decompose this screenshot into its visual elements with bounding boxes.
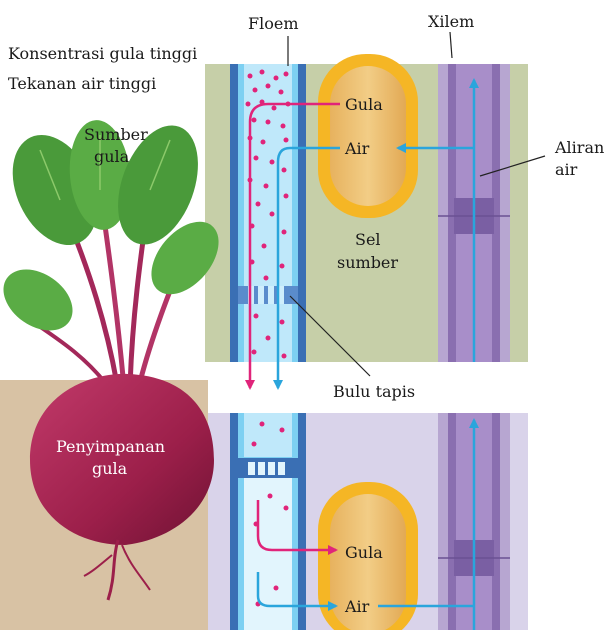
sieve-plate-top: [238, 286, 298, 304]
label-gula-bottom: Gula: [345, 543, 383, 562]
sugar-molecules: [245, 69, 291, 607]
label-xilem: Xilem: [428, 12, 474, 31]
sugar-load-arrow: [245, 102, 340, 390]
sieve-plate-bottom: [238, 458, 298, 478]
water-unload-arrow: [256, 572, 338, 611]
label-penyimpanan-gula: gula: [92, 459, 128, 478]
aliran-pointer: [479, 155, 546, 177]
label-gula-top: Gula: [345, 95, 383, 114]
bulu-tapis-pointer: [289, 295, 371, 377]
sink-cell: [318, 482, 418, 630]
water-into-phloem-arrow: [273, 146, 340, 390]
label-floem: Floem: [248, 14, 299, 33]
label-bulu-tapis: Bulu tapis: [333, 382, 415, 401]
sugar-unload-arrow: [256, 500, 338, 555]
xilem-pointer: [449, 31, 453, 59]
label-sumber-2: gula: [94, 147, 130, 166]
source-cell: [318, 54, 418, 218]
label-aliran-air: air: [555, 160, 578, 179]
label-source-line2: Tekanan air tinggi: [8, 74, 156, 93]
label-sel: Sel: [355, 230, 381, 249]
label-air-bottom: Air: [344, 597, 370, 616]
phloem-sieve-tube: [230, 64, 306, 630]
label-penyimpanan: Penyimpanan: [56, 437, 165, 456]
label-sumber-1: Sumber: [84, 125, 148, 144]
label-air-top: Air: [344, 139, 370, 158]
label-aliran: Aliran: [554, 138, 604, 157]
label-source-line1: Konsentrasi gula tinggi: [8, 44, 197, 63]
beet-plant: [3, 120, 219, 601]
label-sumber-cell: sumber: [337, 253, 398, 272]
